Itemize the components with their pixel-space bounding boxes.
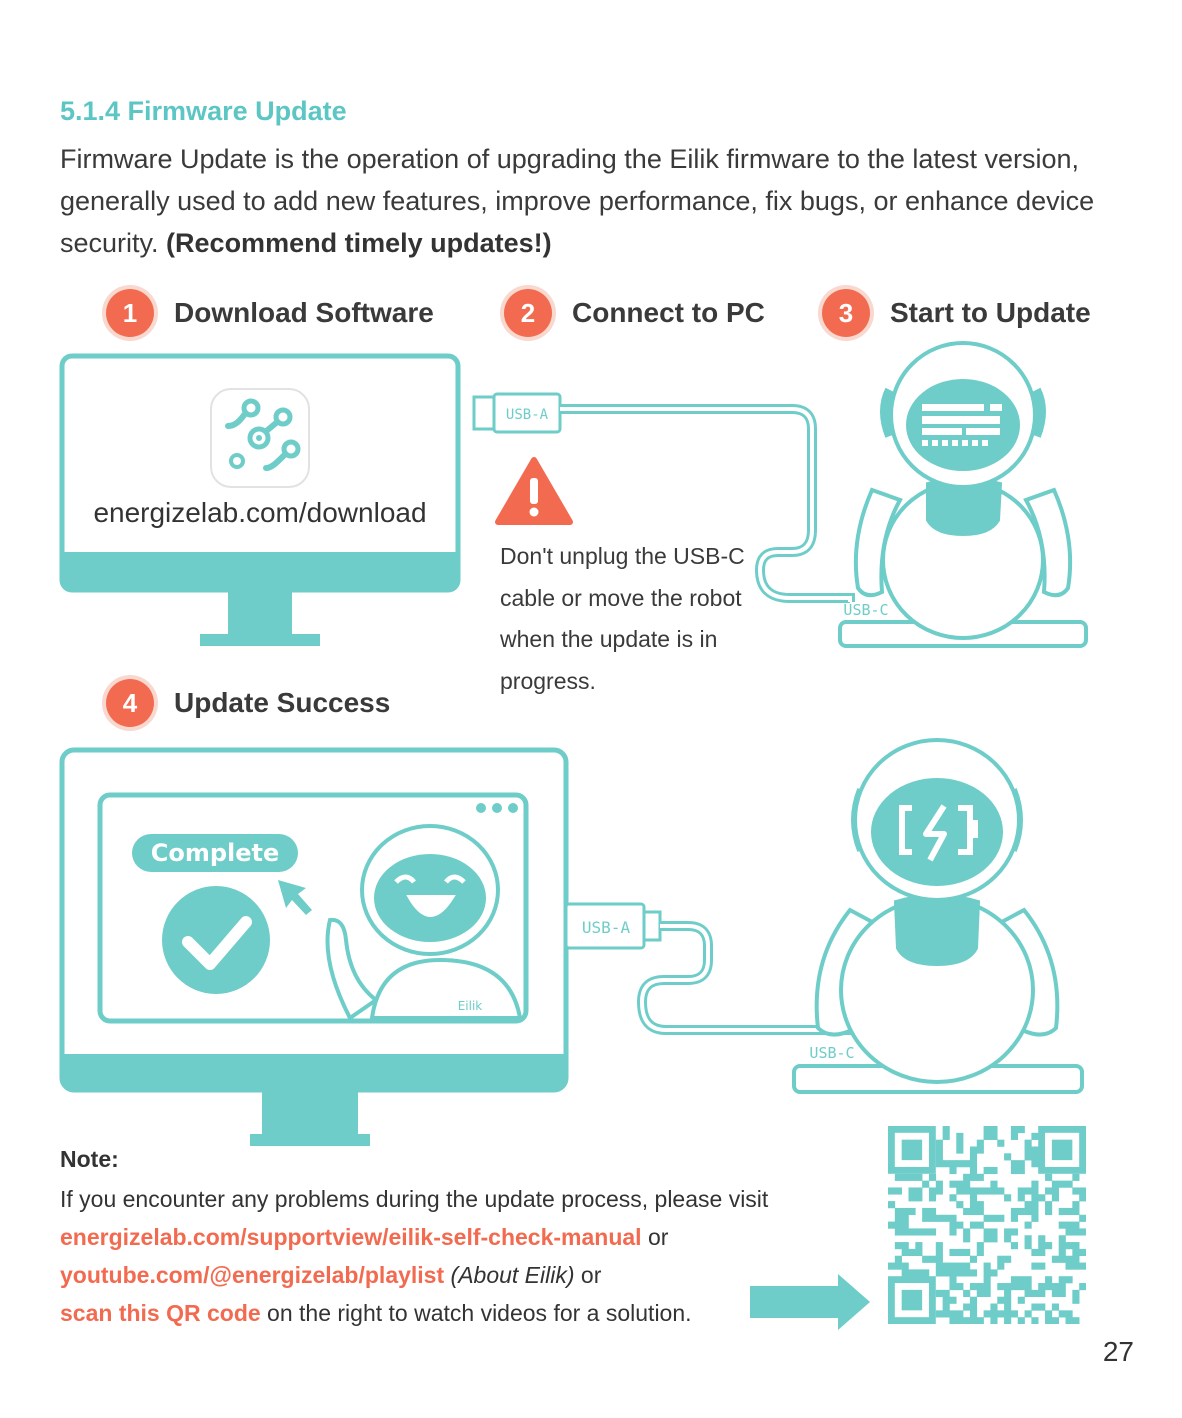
cursor-arrow-icon — [278, 880, 312, 915]
checkmark-icon — [162, 886, 270, 994]
section-title: 5.1.4 Firmware Update — [60, 96, 347, 126]
battery-charging-icon — [899, 804, 978, 862]
qr-code-icon — [888, 1126, 1086, 1324]
intro-bold: (Recommend timely updates!) — [166, 228, 552, 258]
step-badge: 3 — [822, 289, 870, 337]
step-3: 3 Start to Update — [822, 289, 1091, 337]
step-label: Download Software — [174, 297, 434, 328]
step-2: 2 Connect to PC — [504, 289, 765, 337]
arrow-right-icon — [750, 1274, 870, 1330]
eilik-label: Eilik — [458, 999, 483, 1013]
page-number: 27 — [1102, 1336, 1134, 1367]
usb-a-cable-bottom: USB-A — [564, 902, 860, 1035]
usb-a-cable-top: USB-A — [472, 392, 855, 603]
step-4: 4 Update Success — [106, 679, 390, 727]
step-label: Connect to PC — [572, 297, 765, 328]
usb-c-label: USB-C — [843, 601, 888, 619]
intro-text: Firmware Update is the operation of upgr… — [60, 144, 1095, 258]
usb-a-label: USB-A — [582, 918, 631, 937]
note-line1: If you encounter any problems during the… — [60, 1186, 769, 1212]
step-badge: 1 — [106, 289, 154, 337]
note-or: or — [641, 1224, 669, 1250]
youtube-link[interactable]: youtube.com/@energizelab/playlist — [60, 1262, 445, 1288]
warning-icon — [495, 457, 573, 525]
qr-instruction: scan this QR code — [60, 1300, 261, 1326]
download-url: energizelab.com/download — [93, 497, 427, 528]
intro-paragraph: Firmware Update is the operation of upgr… — [60, 138, 1130, 264]
app-logo-icon — [210, 388, 310, 488]
note-body: If you encounter any problems during the… — [60, 1180, 860, 1332]
support-link[interactable]: energizelab.com/supportview/eilik-self-c… — [60, 1224, 642, 1250]
monitor-success: Complete Eilik — [59, 747, 569, 1146]
robot-updating: USB-C — [838, 341, 1088, 648]
step-badge: 2 — [504, 289, 552, 337]
step-label: Start to Update — [890, 297, 1091, 328]
step-1: 1 Download Software — [106, 289, 434, 337]
usb-c-label: USB-C — [809, 1044, 854, 1062]
complete-label: Complete — [151, 839, 280, 867]
robot-charging: USB-C — [792, 738, 1084, 1094]
step-badge: 4 — [106, 679, 154, 727]
note-about: (About Eilik) — [444, 1262, 575, 1288]
note-title: Note: — [60, 1146, 119, 1172]
robot-happy: Eilik — [325, 824, 523, 1021]
note-or: or — [574, 1262, 602, 1288]
step-label: Update Success — [174, 687, 391, 718]
note-line-end: on the right to watch videos for a solut… — [260, 1300, 692, 1326]
warning-text: Don't unplug the USB-C cable or move the… — [500, 543, 745, 694]
usb-a-label: USB-A — [506, 407, 549, 423]
